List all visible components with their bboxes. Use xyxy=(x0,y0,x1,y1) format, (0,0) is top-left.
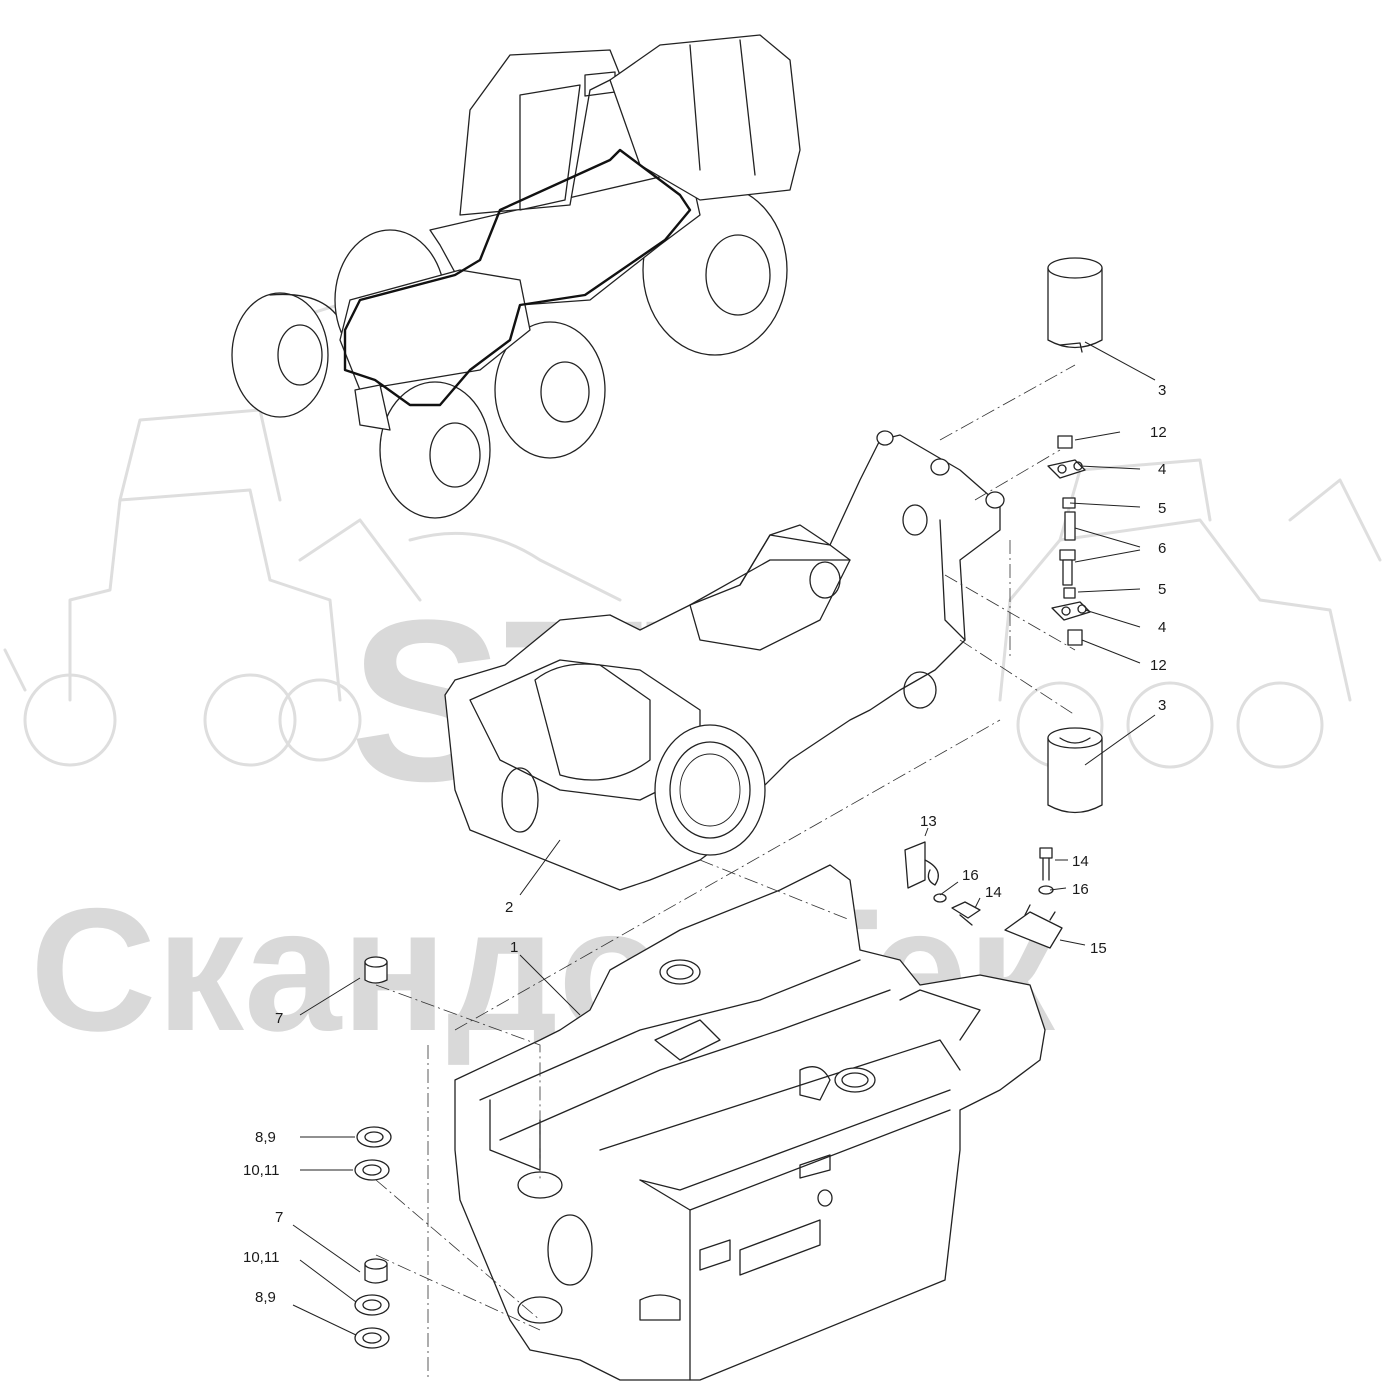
callout-10-11-bottom: 10,11 xyxy=(243,1249,279,1266)
leader-lines xyxy=(292,341,1156,1336)
callout-4-bottom: 4 xyxy=(1158,619,1166,636)
bolt-14-left xyxy=(933,893,981,926)
callout-10-11-top: 10,11 xyxy=(243,1162,279,1179)
overview-cab xyxy=(459,49,621,216)
overview-wheel-mid-left xyxy=(379,381,491,519)
plate-15 xyxy=(1004,904,1063,949)
overview-wheel-rear-left xyxy=(231,292,346,418)
callout-3-bottom: 3 xyxy=(1158,697,1166,714)
callout-13: 13 xyxy=(920,813,937,830)
callout-16-right: 16 xyxy=(1072,881,1089,898)
pin-stack xyxy=(1047,435,1091,646)
callout-1: 1 xyxy=(510,939,518,956)
bracket-13 xyxy=(904,841,939,889)
callout-15: 15 xyxy=(1090,940,1107,957)
callout-3-top: 3 xyxy=(1158,382,1166,399)
bushing-3-bottom xyxy=(1047,727,1103,814)
overview-engine-hood xyxy=(609,34,801,201)
watermark-tractor-left xyxy=(3,408,362,767)
callout-4-top: 4 xyxy=(1158,461,1166,478)
callout-7-bottom: 7 xyxy=(275,1209,283,1226)
callout-7-top: 7 xyxy=(275,1010,283,1027)
callout-5-top: 5 xyxy=(1158,500,1166,517)
front-frame-part-1 xyxy=(454,864,1046,1381)
alignment-lines xyxy=(375,364,1076,1380)
washer-8-9-bottom xyxy=(354,1327,390,1349)
middle-frame-part-2 xyxy=(444,430,1005,891)
plug-7-bottom xyxy=(364,1258,388,1284)
plug-7-top xyxy=(364,956,388,984)
callout-14-right: 14 xyxy=(1072,853,1089,870)
overview-wheel-mid-right xyxy=(494,321,606,459)
washer-10-11-bottom xyxy=(354,1294,390,1316)
callout-8-9-top: 8,9 xyxy=(255,1129,276,1146)
bolt-14-right xyxy=(1038,847,1054,895)
callout-2: 2 xyxy=(505,899,513,916)
callout-labels: 3 12 4 5 6 5 4 12 3 2 13 16 14 14 16 15 … xyxy=(243,382,1167,1306)
callout-12-top: 12 xyxy=(1150,424,1167,441)
callout-16-left: 16 xyxy=(962,867,979,884)
machine-overview xyxy=(231,34,801,519)
callout-5-bottom: 5 xyxy=(1158,581,1166,598)
washer-8-9-top xyxy=(356,1126,392,1148)
callout-14-left: 14 xyxy=(985,884,1002,901)
overview-frame-highlight xyxy=(343,148,692,407)
callout-6: 6 xyxy=(1158,540,1166,557)
callout-8-9-bottom: 8,9 xyxy=(255,1289,276,1306)
washer-10-11-top xyxy=(354,1159,390,1181)
callout-12-bottom: 12 xyxy=(1150,657,1167,674)
bushing-3-top xyxy=(1047,257,1103,353)
